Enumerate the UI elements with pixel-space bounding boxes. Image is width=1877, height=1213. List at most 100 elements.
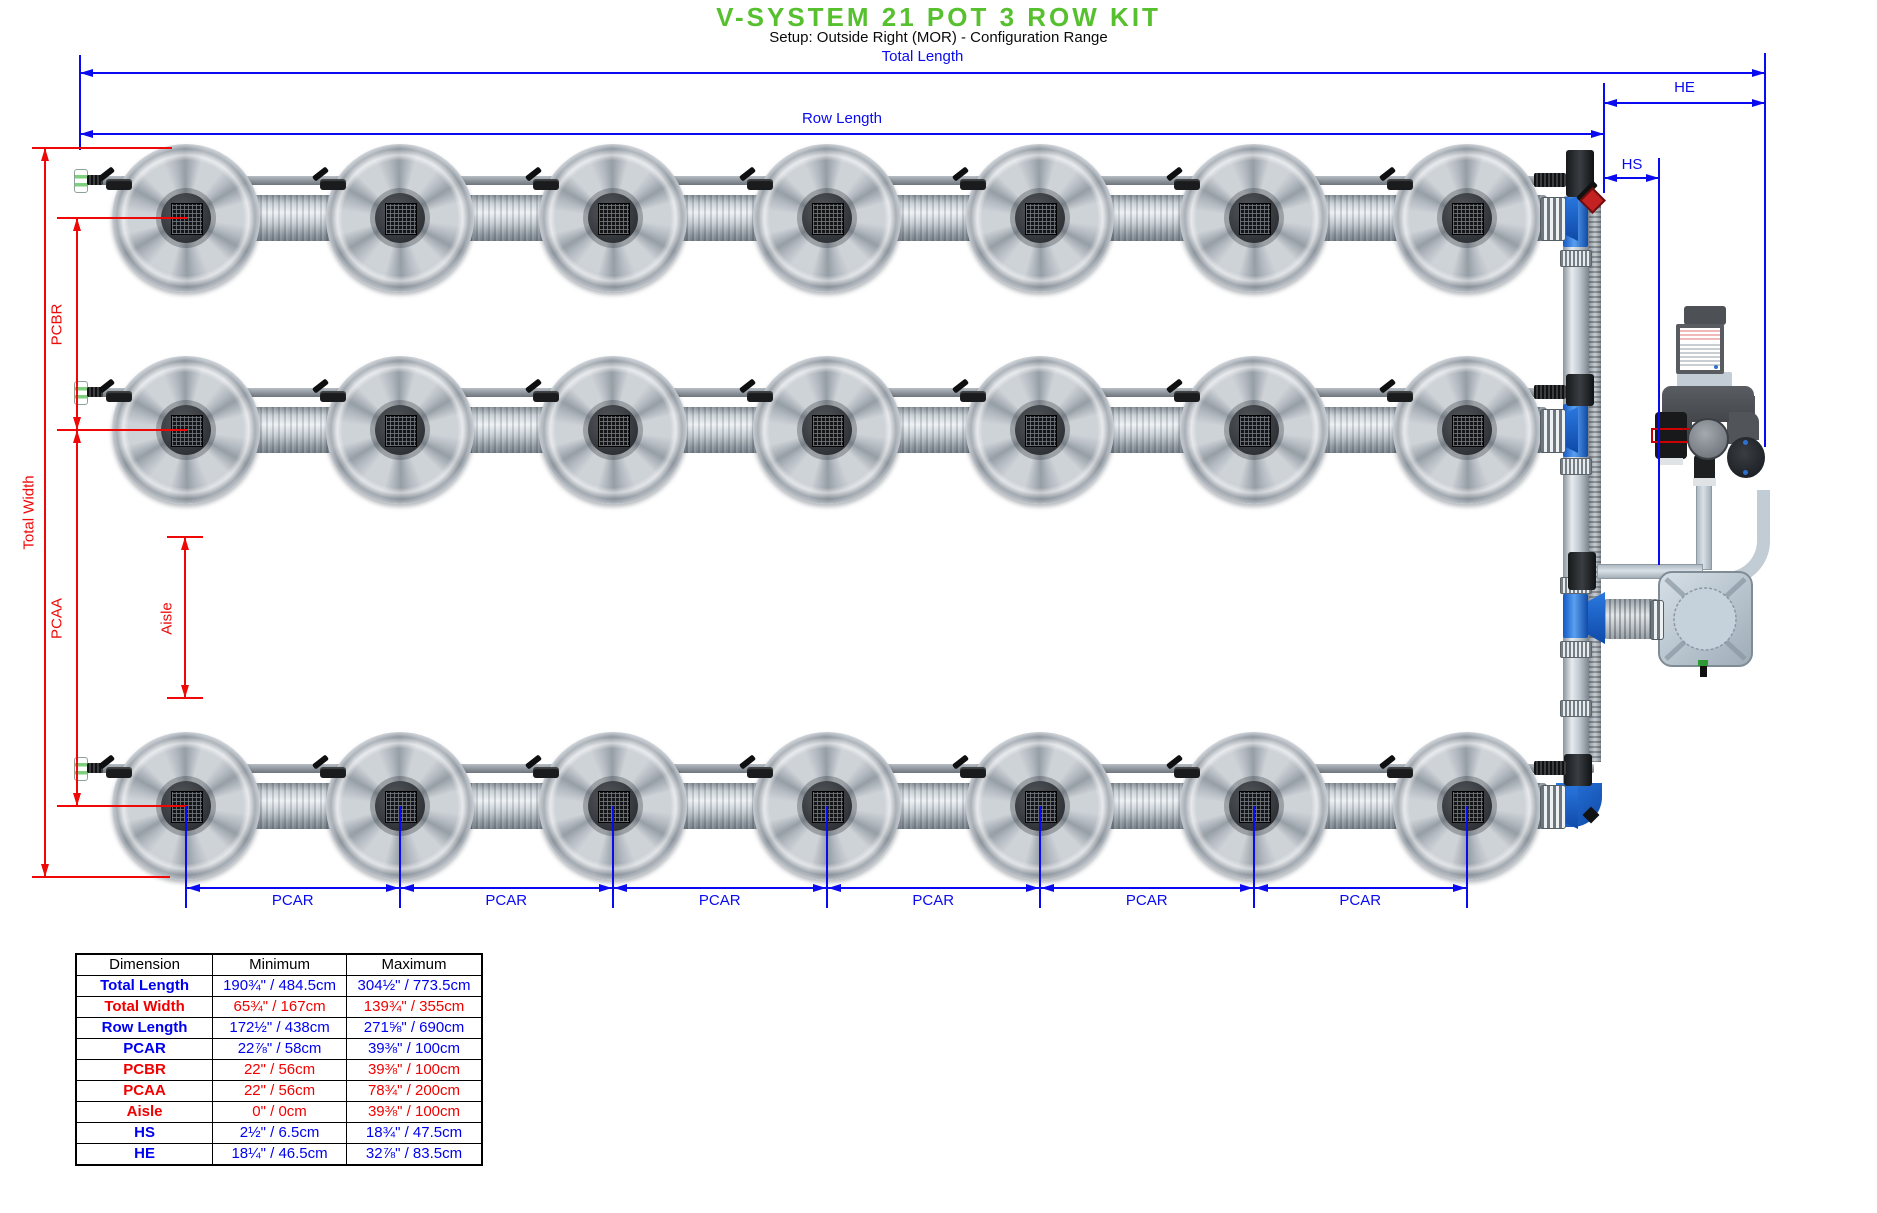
feed-tee-fitting xyxy=(1564,754,1592,786)
return-manifold-pipe xyxy=(1563,196,1588,788)
plant-pot xyxy=(325,144,474,292)
feed-tee-stub xyxy=(1534,173,1566,187)
tank-drain-nub xyxy=(1700,666,1707,677)
row-minimum-value: 18¼" / 46.5cm xyxy=(212,1143,347,1166)
dripper-body xyxy=(1387,179,1413,190)
tank-pipe-collar xyxy=(1650,600,1664,640)
row-dimension-name: Total Width xyxy=(75,996,214,1018)
tank-drain-fitting xyxy=(1698,660,1708,666)
dripper-valve xyxy=(524,166,561,190)
controller-screen xyxy=(1680,328,1720,370)
plant-pot xyxy=(752,732,901,880)
dripper-body xyxy=(533,179,559,190)
dripper-valve xyxy=(1165,166,1202,190)
dripper-body xyxy=(533,767,559,778)
row-maximum-value: 304½" / 773.5cm xyxy=(346,975,483,997)
feed-drop-pipe xyxy=(1588,196,1601,762)
dripper-body xyxy=(746,391,773,402)
plant-pot xyxy=(752,356,901,504)
row-maximum-value: 32⅞" / 83.5cm xyxy=(346,1143,483,1166)
tank-lid-graphic xyxy=(1664,577,1747,661)
reservoir-tank xyxy=(1658,571,1753,667)
tank-pipe-flange xyxy=(1588,592,1605,644)
dripper-valve xyxy=(1165,378,1202,402)
pipe-clamp-band xyxy=(1560,458,1592,475)
col-header-maximum: Maximum xyxy=(346,953,483,976)
dripper-body xyxy=(533,391,559,402)
filter-collar xyxy=(1659,458,1683,465)
row-minimum-value: 2½" / 6.5cm xyxy=(212,1122,347,1144)
plant-pot xyxy=(1393,356,1541,504)
dripper-valve xyxy=(97,754,134,778)
pipe-clamp-band xyxy=(1560,700,1592,717)
row-dimension-name: PCAR xyxy=(75,1038,214,1060)
plant-pot xyxy=(539,732,687,880)
row-maximum-value: 18¾" / 47.5cm xyxy=(346,1122,483,1144)
dripper-valve xyxy=(951,166,988,190)
feed-endcap-stub xyxy=(87,175,103,185)
row-minimum-value: 22" / 56cm xyxy=(212,1080,347,1102)
plant-pot xyxy=(539,356,687,504)
dripper-body xyxy=(319,179,346,190)
dripper-body xyxy=(1173,391,1200,402)
pipe-clamp-band xyxy=(1560,250,1592,267)
plant-pot xyxy=(112,732,260,880)
dripper-valve xyxy=(951,378,988,402)
dripper-valve xyxy=(524,378,561,402)
row-minimum-value: 22⅞" / 58cm xyxy=(212,1038,347,1060)
row-maximum-value: 39⅜" / 100cm xyxy=(346,1038,483,1060)
dripper-body xyxy=(960,179,986,190)
dripper-body xyxy=(1387,391,1413,402)
dripper-body xyxy=(1173,767,1200,778)
tank-tee-fitting xyxy=(1568,552,1596,590)
feed-tee-stub xyxy=(1534,761,1566,775)
col-header-dimension: Dimension xyxy=(75,953,214,976)
dripper-body xyxy=(746,767,773,778)
pump-head xyxy=(1687,418,1729,460)
dripper-valve xyxy=(738,166,775,190)
plant-pot xyxy=(752,144,901,292)
dripper-valve xyxy=(1378,754,1415,778)
manifold-blue-section xyxy=(1563,594,1588,638)
dripper-body xyxy=(319,767,346,778)
plant-pot xyxy=(1179,144,1328,292)
secondary-pump-elbow xyxy=(1729,412,1759,440)
col-header-minimum: Minimum xyxy=(212,953,347,976)
plant-pot xyxy=(112,356,260,504)
dripper-body xyxy=(106,179,132,190)
plant-pot xyxy=(1179,356,1328,504)
pump-screw-dot xyxy=(1743,440,1748,445)
dripper-valve xyxy=(1378,378,1415,402)
plant-pot xyxy=(1179,732,1328,880)
row-dimension-name: PCBR xyxy=(75,1059,214,1081)
plant-pot xyxy=(1393,732,1541,880)
dripper-valve xyxy=(524,754,561,778)
row-coupling xyxy=(1540,785,1566,829)
row-maximum-value: 139¾" / 355cm xyxy=(346,996,483,1018)
dripper-valve xyxy=(311,378,348,402)
plant-pot xyxy=(966,732,1114,880)
dripper-valve xyxy=(951,754,988,778)
plant-pot xyxy=(325,732,474,880)
row-minimum-value: 190¾" / 484.5cm xyxy=(212,975,347,997)
pump-screw-dot xyxy=(1743,470,1748,475)
controller-cap xyxy=(1684,306,1726,325)
row-minimum-value: 172½" / 438cm xyxy=(212,1017,347,1039)
screen-indicator-dot xyxy=(1714,365,1718,369)
dripper-body xyxy=(319,391,346,402)
plant-pot xyxy=(1393,144,1541,292)
plant-pot xyxy=(325,356,474,504)
pump-head-outlet xyxy=(1694,455,1715,481)
row-dimension-name: HE xyxy=(75,1143,214,1166)
dripper-valve xyxy=(1378,166,1415,190)
